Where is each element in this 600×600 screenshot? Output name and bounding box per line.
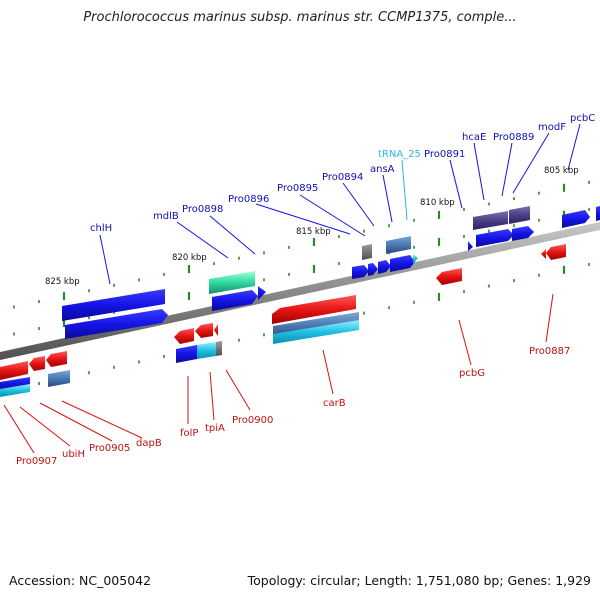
label-tpiA: tpiA [205, 423, 225, 434]
leader-Pro0894 [342, 182, 375, 227]
leader-tRNA_25 [401, 159, 408, 221]
label-Pro0905: Pro0905 [89, 443, 130, 454]
scale-labels: 825 kbp 820 kbp 815 kbp 810 kbp 805 kbp [45, 166, 579, 287]
gene-pcbG[interactable] [436, 268, 462, 285]
label-tRNA_25: tRNA_25 [378, 149, 421, 160]
topology-text: Topology: circular; Length: 1,751,080 bp… [247, 573, 591, 588]
gene-folP[interactable] [174, 328, 194, 344]
gene-tRNA_25-rna[interactable] [413, 254, 418, 264]
leader-ansA [382, 174, 393, 223]
gene-tpiA[interactable] [195, 323, 213, 338]
scale-label-825: 825 kbp [45, 277, 80, 287]
gene-Pro0887[interactable] [546, 244, 566, 260]
gene-Pro0907-rna[interactable] [0, 384, 30, 397]
gene-Pro0895[interactable] [352, 265, 369, 279]
leader-tpiA [209, 371, 215, 421]
label-modF: modF [538, 122, 566, 133]
gene-chlH[interactable] [62, 289, 165, 321]
gene-Pro0898[interactable] [258, 286, 266, 300]
label-dapB: dapB [136, 438, 162, 449]
gene-pcbC[interactable] [596, 206, 600, 221]
label-ubiH: ubiH [62, 449, 85, 460]
leader-ubiH [19, 406, 71, 447]
reverse-features [0, 244, 566, 397]
label-Pro0891: Pro0891 [424, 149, 465, 160]
label-Pro0889: Pro0889 [493, 132, 534, 143]
gene-carB-cds[interactable] [273, 320, 359, 344]
scale-label-820: 820 kbp [172, 253, 207, 263]
gene-hcaE-rna[interactable] [473, 211, 508, 230]
label-Pro0887: Pro0887 [529, 346, 570, 357]
leader-pcbC [567, 123, 581, 171]
gene-folP-cds[interactable] [176, 345, 197, 363]
gene-Pro0891[interactable] [468, 241, 473, 251]
gene-ansA[interactable] [378, 260, 391, 274]
label-mdlB: mdlB [153, 211, 179, 222]
gene-ansA-cds[interactable] [390, 255, 415, 272]
leader-Pro0900 [225, 369, 251, 411]
leader-dapB [61, 400, 143, 439]
leader-Pro0891 [449, 159, 463, 209]
gene-modF[interactable] [562, 210, 590, 228]
gene-tRNA_25[interactable] [386, 236, 411, 254]
gene-Pro0905[interactable] [46, 351, 67, 367]
gene-dapB[interactable] [48, 370, 70, 387]
leader-hcaE [473, 142, 485, 201]
gene-hcaE[interactable] [476, 229, 514, 247]
scale-label-815: 815 kbp [296, 227, 331, 237]
accession-text: Accession: NC_005042 [9, 573, 152, 588]
gene-mdlB[interactable] [212, 290, 258, 311]
label-folP: folP [180, 428, 198, 439]
label-hcaE: hcaE [462, 132, 486, 143]
gene-Pro0889-rna[interactable] [509, 206, 530, 224]
gene-Pro0907-cds[interactable] [0, 377, 30, 390]
gene-tpiA-rna[interactable] [197, 342, 216, 359]
gene-Pro0896[interactable] [362, 244, 372, 260]
leader-carB [322, 349, 334, 395]
reverse-leader-lines [3, 293, 554, 454]
gene-Pro0900-rna[interactable] [216, 341, 222, 356]
leader-Pro0898 [209, 215, 256, 255]
map-title: Prochlorococcus marinus subsp. marinus s… [83, 10, 517, 25]
gene-Pro0900[interactable] [214, 324, 218, 336]
gene-Pro0907[interactable] [0, 361, 28, 380]
scale-label-805: 805 kbp [544, 166, 579, 176]
scale-label-810: 810 kbp [420, 198, 455, 208]
label-ansA: ansA [370, 164, 395, 175]
gene-ubiH[interactable] [29, 356, 45, 371]
leader-Pro0907 [3, 404, 35, 454]
label-Pro0907: Pro0907 [16, 456, 57, 467]
label-Pro0895: Pro0895 [277, 183, 318, 194]
label-Pro0898: Pro0898 [182, 204, 223, 215]
gene-Pro0894[interactable] [368, 263, 378, 276]
leader-Pro0889 [501, 142, 513, 197]
label-Pro0900: Pro0900 [232, 415, 273, 426]
label-Pro0896: Pro0896 [228, 194, 269, 205]
leader-chlH [99, 234, 111, 285]
gene-chlH-cds[interactable] [65, 309, 168, 339]
leader-Pro0896 [255, 203, 351, 235]
label-Pro0894: Pro0894 [322, 172, 363, 183]
leader-modF [512, 132, 550, 194]
gene-Pro0887-small[interactable] [541, 249, 546, 259]
leader-pcbG [458, 319, 472, 366]
forward-leader-lines [99, 123, 581, 285]
label-carB: carB [323, 398, 346, 409]
label-chlH: chlH [90, 223, 112, 234]
leader-Pro0905 [39, 402, 113, 442]
gene-carB[interactable] [272, 295, 356, 324]
forward-features [62, 206, 600, 339]
leader-Pro0887 [545, 293, 554, 343]
gene-mdlB-rna[interactable] [209, 271, 255, 294]
leader-Pro0895 [299, 194, 366, 237]
label-pcbC: pcbC [570, 113, 595, 124]
gene-Pro0889[interactable] [512, 226, 534, 241]
genome-backbone [0, 222, 600, 360]
leader-mdlB [176, 221, 229, 259]
label-pcbG: pcbG [459, 368, 485, 379]
